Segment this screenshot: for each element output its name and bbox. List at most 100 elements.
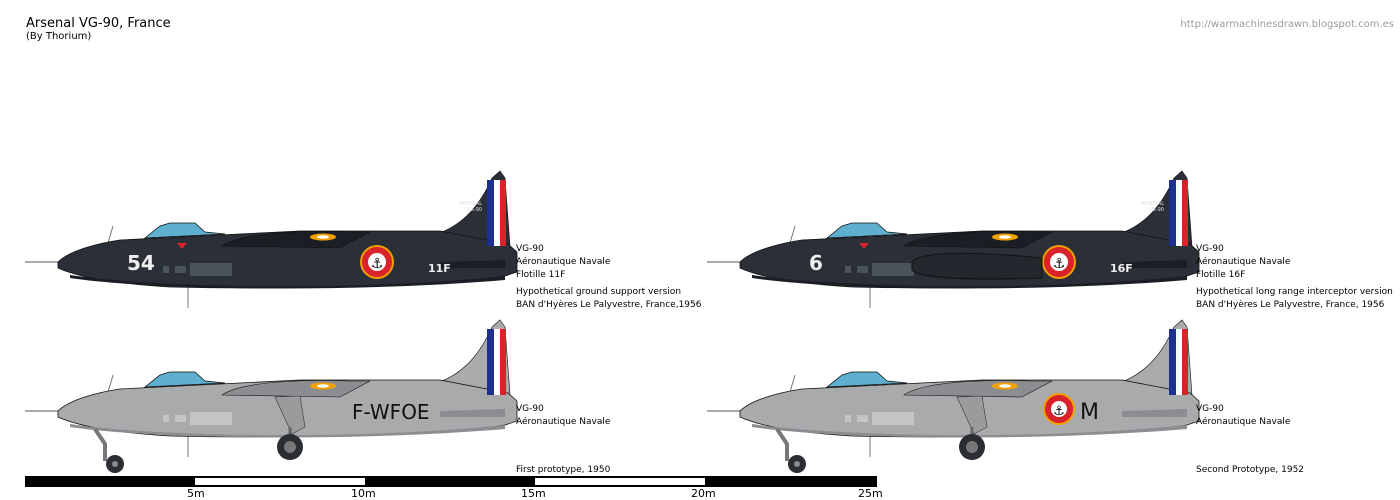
caption-line: VG-90 [516, 404, 544, 414]
wing-roundel-center [999, 384, 1011, 388]
vent [163, 266, 169, 273]
unit-code: 16F [1110, 262, 1133, 275]
scale-tick-label: 15m [521, 487, 546, 500]
fin-flag-red [500, 180, 506, 246]
vent [857, 415, 868, 422]
scale-bar [25, 476, 877, 487]
page-title: Arsenal VG-90, France [26, 16, 171, 31]
anchor-icon: ⚓ [371, 256, 384, 272]
vent [163, 415, 169, 422]
navy-roundel-center [1050, 253, 1068, 271]
warning-triangle [859, 243, 869, 249]
fin-flag-blue [1169, 329, 1176, 395]
note-bottom-right: Second Prototype, 1952 [1196, 465, 1305, 475]
note-line: Hypothetical long range interceptor vers… [1196, 287, 1393, 297]
navy-roundel-center [368, 253, 386, 271]
fin-flag-red [500, 329, 506, 395]
drop-tank [911, 252, 1043, 280]
caption-line: Aéronautique Navale [1196, 257, 1291, 267]
unit-code: 11F [428, 262, 451, 275]
antenna [107, 374, 114, 393]
fin-flag-white [1176, 329, 1182, 395]
code-letter: M [1080, 400, 1099, 425]
registration: F-WFOE [352, 400, 430, 424]
wing-roundel-center [999, 235, 1011, 239]
scale-tick-label: 5m [187, 487, 205, 500]
intake-panel [190, 263, 232, 276]
scale-tick-label: 10m [351, 487, 376, 500]
scale-tick-label: 20m [691, 487, 716, 500]
vent [845, 415, 851, 422]
note-bottom-left: First prototype, 1950 [516, 465, 611, 475]
fin-text: VG-90 [1149, 207, 1164, 213]
note-line: BAN d'Hyères Le Palyvestre, France,1956 [516, 300, 702, 310]
vent [175, 266, 186, 273]
caption-top-right: VG-90 Aéronautique Navale Flotille 16F H… [1196, 243, 1393, 312]
belly-shadow [752, 275, 1187, 289]
vent [857, 266, 868, 273]
vent [175, 415, 186, 422]
gear-door [274, 395, 306, 435]
exhaust-fairing [1122, 409, 1187, 417]
caption-line: VG-90 [1196, 244, 1224, 254]
nose-gear-strut [775, 427, 789, 461]
anchor-icon: ⚓ [1053, 404, 1065, 419]
caption-bottom-left: VG-90 Aéronautique Navale [516, 403, 610, 429]
nose-hub [112, 461, 118, 467]
fin-flag-blue [487, 329, 494, 395]
caption-line: Aéronautique Navale [516, 417, 611, 427]
antenna [789, 225, 796, 244]
aircraft-bottom-right: ⚓M [707, 319, 1200, 473]
anchor-icon: ⚓ [1053, 256, 1066, 272]
caption-top-left: VG-90 Aéronautique Navale Flotille 11F H… [516, 243, 701, 312]
belly-shadow [70, 424, 505, 438]
fin-flag-red [1182, 329, 1188, 395]
wing-roundel-center [317, 235, 329, 239]
scale-segment [195, 478, 365, 485]
exhaust-fairing [440, 409, 505, 417]
aircraft-bottom-left: F-WFOE [25, 319, 518, 473]
belly-shadow [752, 424, 1187, 438]
gear-door [956, 395, 988, 435]
caption-line: Flotille 11F [516, 270, 566, 280]
exhaust-fairing [440, 260, 505, 268]
main-hub [966, 441, 978, 453]
main-hub [284, 441, 296, 453]
canopy [825, 371, 908, 388]
fin-text: VG-90 [467, 207, 482, 213]
scale-tick-label: 25m [858, 487, 883, 500]
caption-bottom-right: VG-90 Aéronautique Navale [1196, 403, 1290, 429]
fin-flag-red [1182, 180, 1188, 246]
exhaust-fairing [1122, 260, 1187, 268]
wing-roundel-center [317, 384, 329, 388]
nose-gear-strut [93, 427, 107, 461]
aircraft-number: 6 [809, 251, 823, 275]
belly-shadow [70, 275, 505, 289]
antenna [107, 225, 114, 244]
caption-line: Aéronautique Navale [516, 257, 611, 267]
note-line: Hypothetical ground support version [516, 287, 682, 297]
caption-line: Flotille 16F [1196, 270, 1246, 280]
aircraft-number: 54 [127, 251, 155, 275]
caption-line: VG-90 [516, 244, 544, 254]
vent [845, 266, 851, 273]
fin-text: ARSENAL [459, 201, 482, 207]
antenna [789, 374, 796, 393]
nose-hub [794, 461, 800, 467]
fin-flag-white [494, 180, 500, 246]
scale-segment [535, 478, 705, 485]
canopy [143, 222, 226, 239]
fin-text: ARSENAL [1141, 201, 1164, 207]
caption-line: Aéronautique Navale [1196, 417, 1291, 427]
canopy [825, 222, 908, 239]
source-url: http://warmachinesdrawn.blogspot.com.es [1180, 19, 1394, 30]
note-line: BAN d'Hyères Le Palyvestre, France, 1956 [1196, 300, 1385, 310]
navy-roundel-center [1051, 401, 1067, 417]
fin-flag-white [494, 329, 500, 395]
fin-flag-blue [1169, 180, 1176, 246]
caption-line: VG-90 [1196, 404, 1224, 414]
